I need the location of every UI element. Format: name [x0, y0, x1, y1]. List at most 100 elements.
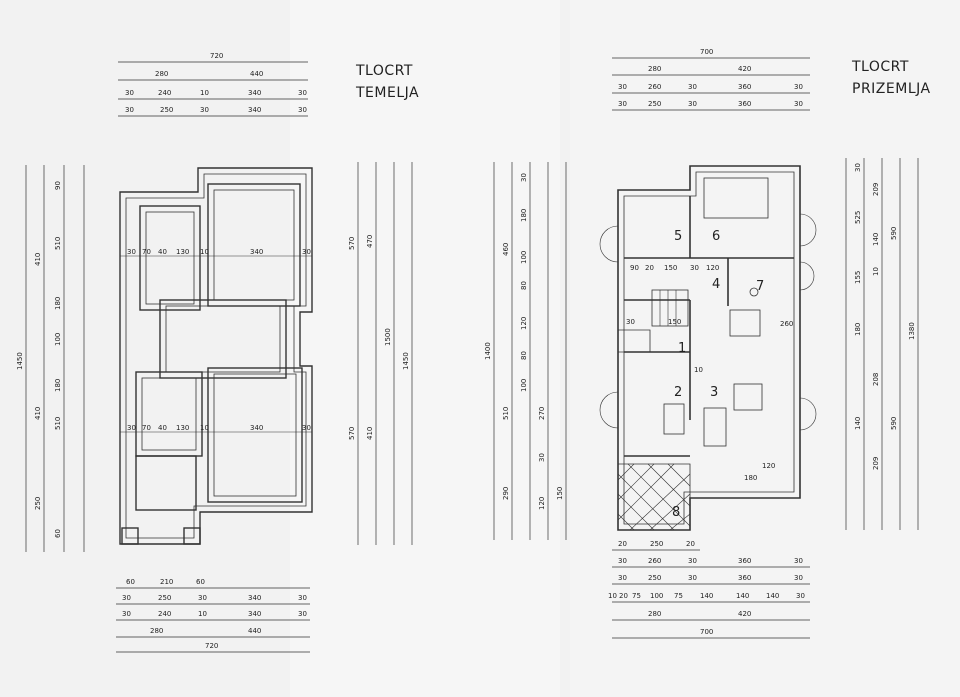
- dim-label: 340: [248, 610, 261, 618]
- dim-label: 280: [648, 65, 661, 73]
- dim-label: 30: [127, 248, 136, 256]
- room-number: 1: [678, 341, 686, 356]
- dim-label: 120: [762, 462, 775, 470]
- dim-label: 30: [626, 318, 635, 326]
- room-number: 3: [710, 385, 718, 400]
- dim-label: 120: [706, 264, 719, 272]
- dim-label: 30: [520, 173, 528, 182]
- dim-label: 340: [248, 89, 261, 97]
- dim-label: 155: [854, 271, 862, 284]
- foundation-plan: [119, 167, 313, 545]
- dim-label: 10: [694, 366, 703, 374]
- dim-label: 290: [502, 487, 510, 500]
- dim-label: 240: [158, 89, 171, 97]
- dim-label: 30: [127, 424, 136, 432]
- dim-label: 209: [872, 457, 880, 470]
- dim-label: 30: [302, 424, 311, 432]
- room-number: 8: [672, 505, 680, 520]
- dim-label: 120: [520, 317, 528, 330]
- dim-label: 240: [158, 610, 171, 618]
- room-number: 7: [756, 279, 764, 294]
- dim-label: 1400: [484, 342, 492, 360]
- title-line: TLOCRT: [356, 63, 413, 79]
- dim-label: 180: [854, 323, 862, 336]
- dim-label: 100: [650, 592, 663, 600]
- dim-label: 340: [248, 594, 261, 602]
- dim-label: 75: [674, 592, 683, 600]
- dim-label: 260: [780, 320, 793, 328]
- dim-label: 150: [668, 318, 681, 326]
- dim-label: 30: [200, 106, 209, 114]
- dim-label: 250: [160, 106, 173, 114]
- dim-label: 90: [630, 264, 639, 272]
- dim-label: 180: [744, 474, 757, 482]
- title-line: TEMELJA: [356, 85, 420, 101]
- dim-label: 525: [854, 211, 862, 224]
- dim-label: 60: [196, 578, 205, 586]
- dim-label: 100: [520, 251, 528, 264]
- dim-label: 40: [158, 424, 167, 432]
- dim-label: 30: [794, 557, 803, 565]
- dim-label: 360: [738, 574, 751, 582]
- dim-label: 30: [618, 100, 627, 108]
- dim-label: 510: [54, 237, 62, 250]
- dim-label: 30: [618, 574, 627, 582]
- dim-label: 30: [690, 264, 699, 272]
- dim-label: 570: [348, 237, 356, 250]
- dim-label: 360: [738, 557, 751, 565]
- dim-label: 60: [126, 578, 135, 586]
- dim-label: 180: [520, 209, 528, 222]
- dim-label: 30: [198, 594, 207, 602]
- ground-plan-title: TLOCRT PRIZEMLJA: [852, 56, 931, 100]
- dim-label: 30: [688, 100, 697, 108]
- dim-label: 10: [872, 267, 880, 276]
- foundation-plan-title: TLOCRT TEMELJA: [356, 60, 419, 104]
- dim-label: 20: [618, 540, 627, 548]
- dim-label: 470: [366, 235, 374, 248]
- dim-label: 30: [302, 248, 311, 256]
- dim-label: 30: [125, 89, 134, 97]
- dim-label: 80: [520, 281, 528, 290]
- dim-label: 120: [538, 497, 546, 510]
- dim-label: 280: [155, 70, 168, 78]
- ground-floor-plan: [599, 165, 817, 531]
- ground-dimension-lines: [493, 57, 919, 639]
- dim-label: 1450: [402, 352, 410, 370]
- dim-label: 1450: [16, 352, 24, 370]
- dim-label: 30: [854, 163, 862, 172]
- dim-label: 410: [34, 253, 42, 266]
- dim-label: 10: [198, 610, 207, 618]
- dim-label: 20: [686, 540, 695, 548]
- dim-label: 80: [520, 351, 528, 360]
- dim-label: 250: [158, 594, 171, 602]
- dim-label: 30: [122, 610, 131, 618]
- dim-label: 30: [122, 594, 131, 602]
- dim-label: 340: [248, 106, 261, 114]
- dim-label: 420: [738, 610, 751, 618]
- dim-label: 1380: [908, 322, 916, 340]
- dim-label: 70: [142, 424, 151, 432]
- dim-label: 250: [648, 100, 661, 108]
- dim-label: 60: [54, 529, 62, 538]
- dim-label: 10: [608, 592, 617, 600]
- dim-label: 130: [176, 248, 189, 256]
- dim-label: 340: [250, 248, 263, 256]
- dim-label: 440: [248, 627, 261, 635]
- dim-label: 30: [538, 453, 546, 462]
- dim-label: 140: [854, 417, 862, 430]
- dim-label: 510: [502, 407, 510, 420]
- dim-label: 209: [872, 183, 880, 196]
- dim-label: 140: [872, 233, 880, 246]
- dim-label: 260: [648, 83, 661, 91]
- title-line: TLOCRT: [852, 59, 909, 75]
- dim-label: 30: [688, 557, 697, 565]
- dim-label: 140: [766, 592, 779, 600]
- room-number: 2: [674, 385, 682, 400]
- dim-label: 130: [176, 424, 189, 432]
- dim-label: 410: [366, 427, 374, 440]
- dim-label: 75: [632, 592, 641, 600]
- dim-label: 90: [54, 181, 62, 190]
- dim-label: 70: [142, 248, 151, 256]
- dim-label: 30: [298, 610, 307, 618]
- dim-label: 700: [700, 628, 713, 636]
